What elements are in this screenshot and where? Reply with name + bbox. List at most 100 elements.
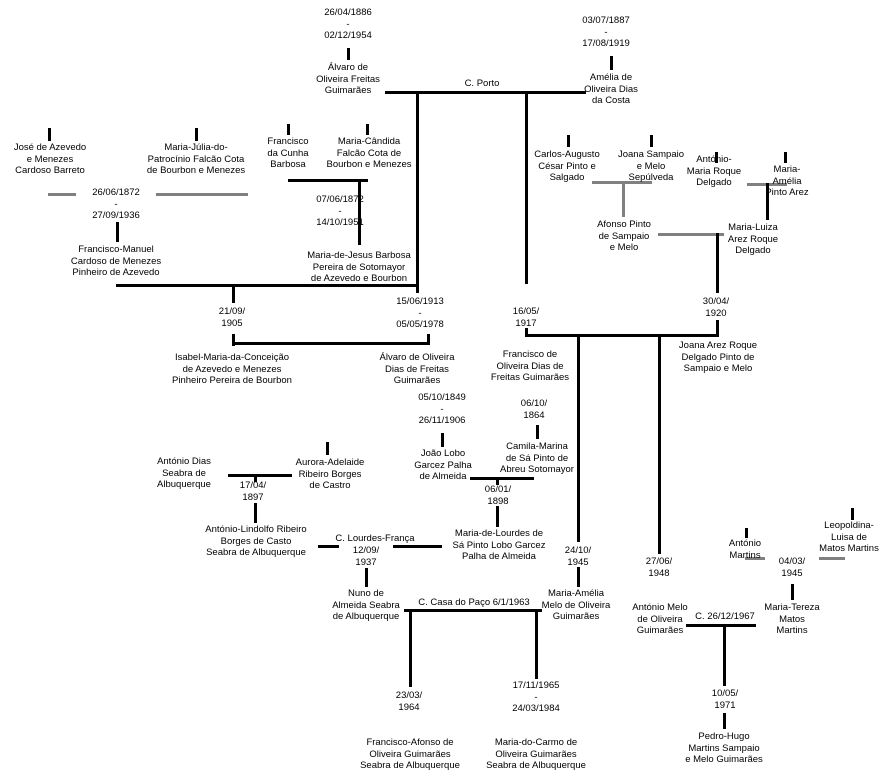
date-isabel-union: 21/09/ 1905 — [218, 306, 246, 329]
line-casa-paco-couple — [404, 609, 542, 612]
line-joana-arez-descent — [716, 233, 719, 293]
date-pedro-hugo: 10/05/ 1971 — [711, 688, 739, 711]
line-joao-camila-couple — [470, 477, 534, 480]
line-maria-julia-up — [195, 128, 198, 141]
date-nuno: 12/09/ 1937 — [339, 545, 393, 568]
line-isabel-union-up — [232, 284, 235, 303]
line-porto-couple — [385, 91, 586, 94]
line-francisco-cunha-up — [287, 124, 290, 135]
line-pedro-hugo-down — [723, 713, 726, 729]
person-joana-sampaio: Joana Sampaio e Melo Sepúlveda — [617, 149, 685, 183]
person-joao-lobo: João Lobo Garcez Palha de Almeida — [414, 448, 472, 482]
person-alvaro-sr: Álvaro de Oliveira Freitas Guimarães — [316, 62, 380, 96]
line-aurora-up — [326, 442, 329, 455]
person-jose-azevedo: José de Azevedo e Menezes Cardoso Barret… — [13, 142, 87, 176]
date-alvaro-jr: 15/06/1913 - 05/05/1978 — [396, 296, 444, 330]
date-joao-lobo: 05/10/1849 - 26/11/1906 — [418, 392, 466, 426]
person-leopoldina: Leopoldina- Luisa de Matos Martins — [819, 520, 879, 554]
line-nuno-descent — [365, 567, 368, 587]
line-antonio-union-up — [254, 474, 257, 482]
date-francisco-afonso: 23/03/ 1964 — [395, 690, 423, 713]
line-francisco-manuel-couple — [116, 284, 418, 287]
line-amelia-descent — [525, 91, 528, 284]
line-francisco-afonso-descent — [409, 609, 412, 687]
line-carlos-joana-descent — [622, 181, 625, 217]
person-antonio-dias: António Dias Seabra de Albuquerque — [157, 456, 211, 490]
line-maria-lourdes-descent — [496, 506, 499, 527]
date-maria-candida-union: 07/06/1872 - 14/10/1951 — [316, 194, 364, 228]
person-francisco-manuel: Francisco-Manuel Cardoso de Menezes Pinh… — [70, 244, 162, 278]
line-francisco-joana-couple — [525, 334, 718, 337]
person-antonio-roque: António- Maria Roque Delgado — [686, 154, 742, 188]
line-carlos-up — [567, 135, 570, 147]
person-antonio-martins: António Martins — [728, 538, 762, 561]
date-maria-tereza: 04/03/ 1945 — [765, 556, 819, 579]
person-isabel-maria: Isabel-Maria-da-Conceição de Azevedo e M… — [172, 352, 292, 386]
person-maria-amelia-melo: Maria-Amélia Melo de Oliveira Guimarães — [541, 588, 611, 622]
line-antonio-union-down — [254, 503, 257, 523]
line-maria-candida-descent — [358, 179, 361, 245]
person-pedro-hugo: Pedro-Hugo Martins Sampaio e Melo Guimar… — [685, 731, 763, 765]
line-alvaro-sr-descent — [416, 91, 419, 293]
line-maria-candida-up — [366, 124, 369, 135]
line-amelia-up — [610, 56, 613, 70]
person-maria-jesus: Maria-de-Jesus Barbosa Pereira de Sotoma… — [307, 250, 411, 284]
line-isabel-union-down — [232, 334, 235, 346]
person-maria-amelia-arez: Maria- Amélia Pinto Arez — [765, 164, 809, 198]
person-maria-julia: Maria-Júlia-do- Patrocínio Falcão Cota d… — [146, 142, 246, 176]
person-afonso-pinto: Afonso Pinto de Sampaio e Melo — [597, 219, 651, 253]
date-jose-union: 26/06/1872 - 27/09/1936 — [76, 187, 156, 222]
line-joana-arez-up — [716, 320, 719, 337]
line-maria-amelia-arez-up — [784, 152, 787, 163]
person-nuno: Nuno de Almeida Seabra de Albuquerque — [332, 588, 400, 622]
date-maria-lourdes: 06/01/ 1898 — [484, 484, 512, 507]
line-maria-amelia-melo-descent — [577, 334, 580, 542]
marriage-porto: C. Porto — [464, 78, 500, 89]
line-maria-tereza-descent — [791, 584, 794, 600]
date-maria-amelia-melo: 24/10/ 1945 — [564, 545, 592, 568]
person-maria-luiza: Maria-Luiza Arez Roque Delgado — [727, 222, 779, 256]
date-francisco-oliveira: 16/05/ 1917 — [512, 306, 540, 329]
line-pedro-hugo-descent — [723, 624, 726, 686]
date-maria-carmo: 17/11/1965 - 24/03/1984 — [512, 680, 560, 714]
line-antonio-martins-up — [745, 528, 748, 538]
person-maria-lourdes: Maria-de-Lourdes de Sá Pinto Lobo Garcez… — [452, 528, 546, 562]
line-antonio-aurora-couple — [228, 474, 292, 477]
person-joana-arez: Joana Arez Roque Delgado Pinto de Sampai… — [678, 340, 758, 374]
line-antonio-melo-descent — [658, 334, 661, 554]
date-amelia: 03/07/1887 - 17/08/1919 — [582, 15, 630, 49]
person-camila-marina: Camila-Marina de Sá Pinto de Abreu Sotom… — [500, 441, 574, 475]
line-joana-sampaio-up — [650, 135, 653, 147]
date-alvaro-sr: 26/04/1886 - 02/12/1954 — [324, 7, 372, 41]
line-jose-union-descent — [116, 222, 119, 242]
person-francisco-cunha: Francisco da Cunha Barbosa — [267, 136, 309, 170]
marriage-1967: C. 26/12/1967 — [695, 611, 755, 622]
line-alvaro-sr-up — [347, 48, 350, 60]
line-joao-camila-descent — [496, 477, 499, 485]
line-maria-amelia-melo-up — [577, 567, 580, 587]
person-maria-carmo: Maria-do-Carmo de Oliveira Guimarães Sea… — [486, 737, 586, 771]
line-francisco-maria-candida-couple — [288, 179, 368, 182]
line-antonio-roque-descent — [766, 183, 769, 220]
line-joao-lobo-up — [441, 433, 444, 447]
line-antonio-melo-tereza-couple — [686, 624, 756, 627]
person-antonio-melo: António Melo de Oliveira Guimarães — [632, 602, 688, 636]
person-carlos-augusto: Carlos-Augusto César Pinto e Salgado — [534, 149, 600, 183]
date-antonio-melo: 27/06/ 1948 — [645, 556, 673, 579]
line-jose-up — [48, 128, 51, 141]
line-leopoldina-up — [851, 508, 854, 520]
line-camila-up — [536, 425, 539, 439]
line-alvaro-jr-up — [427, 334, 430, 345]
person-maria-tereza: Maria-Tereza Matos Martins — [764, 602, 820, 636]
marriage-lourdes-franca: C. Lourdes-França — [335, 533, 415, 544]
person-francisco-afonso: Francisco-Afonso de Oliveira Guimarães S… — [360, 737, 460, 771]
line-antonio-roque-up — [715, 152, 718, 163]
date-joana-arez: 30/04/ 1920 — [702, 296, 730, 319]
date-camila-marina: 06/10/ 1864 — [520, 398, 548, 421]
line-maria-carmo-descent — [535, 609, 538, 679]
line-isabel-alvaro-jr-couple — [232, 342, 430, 345]
person-antonio-lindolfo: António-Lindolfo Ribeiro Borges de Casto… — [205, 524, 307, 558]
person-alvaro-jr: Álvaro de Oliveira Dias de Freitas Guima… — [379, 352, 455, 386]
marriage-casa-paco: C. Casa do Paço 6/1/1963 — [418, 597, 530, 608]
